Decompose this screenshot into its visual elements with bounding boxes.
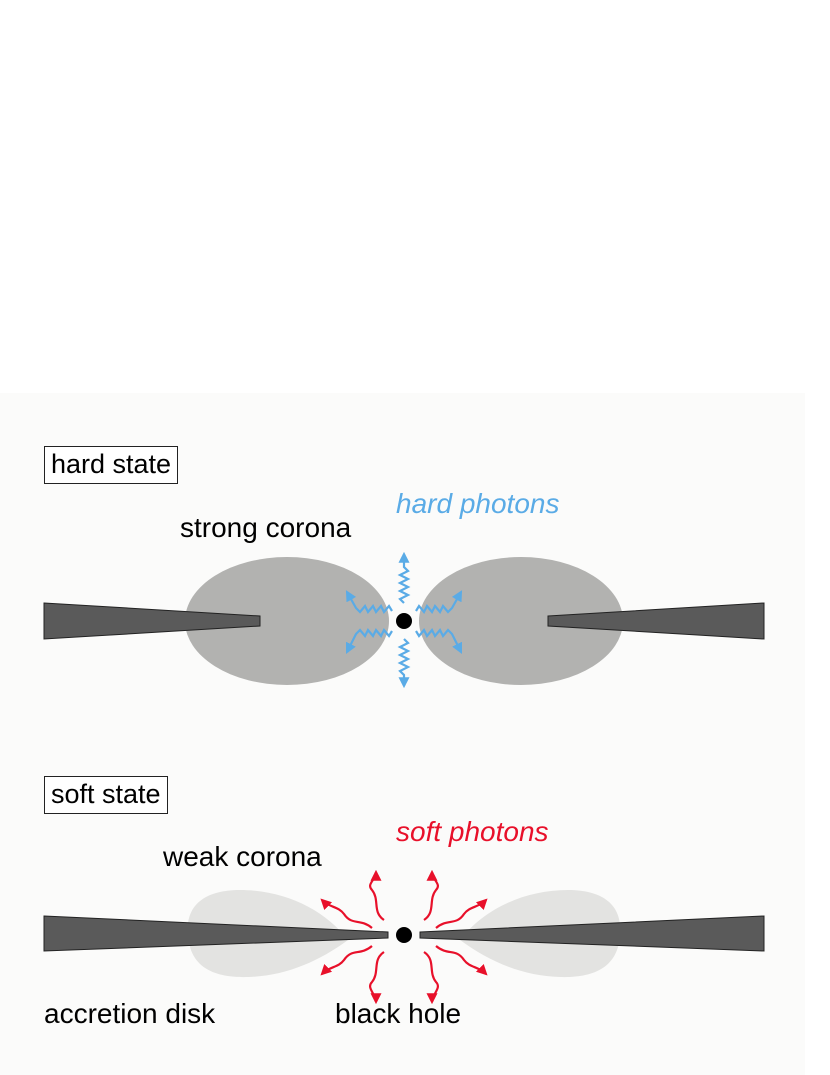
diagram-panel bbox=[0, 393, 805, 1075]
hard-photons-label: hard photons bbox=[396, 488, 560, 519]
accretion-disk-label: accretion disk bbox=[44, 998, 216, 1029]
strong-corona-label: strong corona bbox=[180, 512, 352, 543]
soft-photon-arrow-4 bbox=[369, 951, 385, 1005]
soft-photon-arrow-2 bbox=[320, 898, 373, 929]
hard-photon-arrows bbox=[345, 551, 463, 689]
black-hole-label: black hole bbox=[335, 998, 462, 1029]
soft-photon-arrows bbox=[320, 869, 488, 1005]
soft-photon-arrow-7 bbox=[435, 945, 488, 976]
hard-photon-arrow-upleft bbox=[345, 590, 393, 614]
hard-state-label: hard state bbox=[44, 446, 179, 484]
weak-corona-label: weak corona bbox=[163, 841, 322, 872]
hard-state-group bbox=[43, 551, 765, 689]
hard-right-corona bbox=[419, 557, 623, 685]
hard-photon-arrow-down bbox=[397, 638, 411, 689]
soft-photon-arrow-5 bbox=[423, 869, 439, 921]
soft-black-hole bbox=[396, 927, 412, 943]
soft-photon-arrow-1 bbox=[369, 869, 385, 921]
hard-left-corona bbox=[185, 557, 389, 685]
soft-state-group bbox=[43, 869, 765, 1005]
hard-photon-arrow-downleft bbox=[346, 628, 393, 654]
soft-photons-label: soft photons bbox=[396, 816, 549, 847]
hard-photon-arrow-upright bbox=[415, 590, 463, 614]
soft-right-accretion-disk bbox=[419, 915, 765, 952]
hard-black-hole bbox=[396, 613, 412, 629]
hard-photon-arrow-downright bbox=[415, 628, 462, 654]
soft-photon-arrow-3 bbox=[320, 945, 373, 976]
soft-photon-arrow-8 bbox=[423, 951, 439, 1005]
hard-right-accretion-disk bbox=[547, 602, 765, 640]
hard-left-accretion-disk bbox=[43, 602, 261, 640]
soft-left-accretion-disk bbox=[43, 915, 389, 952]
soft-photon-arrow-6 bbox=[435, 898, 488, 929]
hard-photon-arrow-up bbox=[397, 551, 411, 604]
soft-state-label: soft state bbox=[44, 776, 168, 814]
